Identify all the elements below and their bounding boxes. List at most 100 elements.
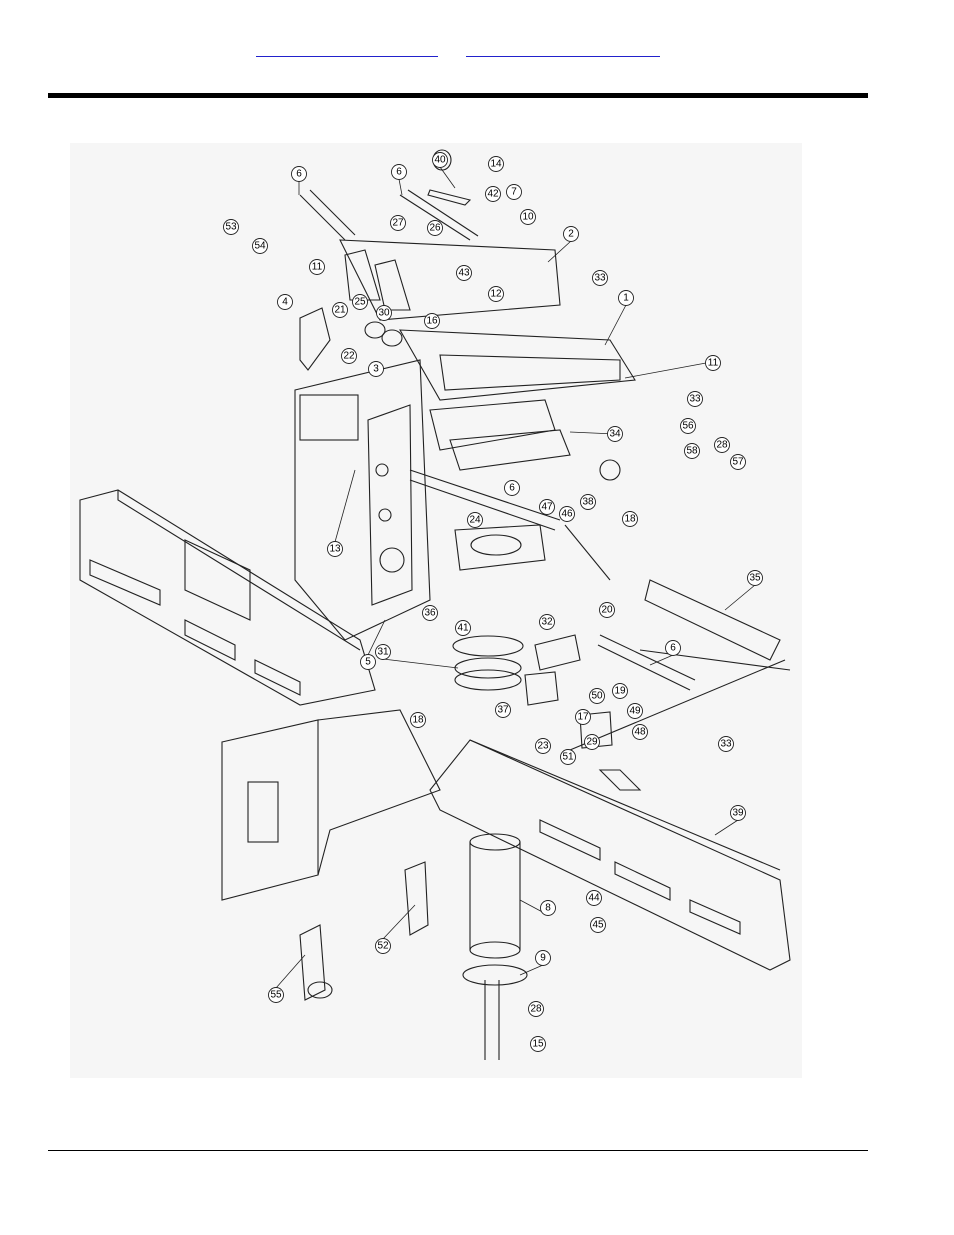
callout-50: 50: [589, 688, 605, 704]
svg-text:8: 8: [545, 903, 551, 914]
callout-56: 56: [680, 418, 696, 434]
svg-text:6: 6: [396, 167, 402, 178]
upright-column: [294, 359, 431, 641]
nav-link-next[interactable]: [466, 44, 660, 57]
callout-55: 55: [268, 987, 284, 1003]
callout-11: 11: [705, 355, 721, 371]
pin-6c: [409, 469, 561, 521]
svg-text:6: 6: [296, 169, 302, 180]
callout-24: 24: [467, 512, 483, 528]
right-frame-beam: [429, 739, 791, 971]
callout-54: 54: [252, 238, 268, 254]
callout-21: 21: [332, 302, 348, 318]
callout-15: 15: [530, 1036, 546, 1052]
svg-text:4: 4: [282, 297, 288, 308]
callout-25: 25: [352, 294, 368, 310]
svg-text:24: 24: [469, 515, 481, 526]
svg-text:44: 44: [588, 893, 600, 904]
plate-4: [299, 307, 331, 371]
callout-38: 38: [580, 494, 596, 510]
svg-text:17: 17: [577, 712, 589, 723]
callout-37: 37: [495, 702, 511, 718]
svg-text:31: 31: [377, 647, 389, 658]
callout-19: 19: [612, 683, 628, 699]
callout-40: 40: [432, 152, 448, 168]
valve-17: [524, 671, 559, 706]
svg-text:45: 45: [592, 920, 604, 931]
svg-text:19: 19: [614, 686, 626, 697]
callout-45: 45: [590, 917, 606, 933]
callout-44: 44: [586, 890, 602, 906]
svg-text:55: 55: [270, 990, 282, 1001]
svg-text:42: 42: [487, 189, 499, 200]
callout-32: 32: [539, 614, 555, 630]
callout-5: 5: [360, 654, 376, 670]
svg-text:35: 35: [749, 573, 761, 584]
callout-6: 6: [504, 480, 520, 496]
callout-4: 4: [277, 294, 293, 310]
svg-text:9: 9: [540, 953, 546, 964]
svg-text:49: 49: [629, 706, 641, 717]
svg-text:30: 30: [378, 308, 390, 319]
callout-27: 27: [390, 215, 406, 231]
svg-text:33: 33: [594, 273, 606, 284]
callout-22: 22: [341, 348, 357, 364]
svg-text:11: 11: [312, 262, 323, 273]
callout-7: 7: [506, 184, 522, 200]
drawing-linework: [79, 149, 791, 1060]
callout-31: 31: [375, 644, 391, 660]
callout-47: 47: [539, 499, 555, 515]
svg-text:38: 38: [582, 497, 594, 508]
callout-58: 58: [684, 443, 700, 459]
svg-text:54: 54: [254, 241, 266, 252]
svg-text:28: 28: [716, 440, 728, 451]
callout-6: 6: [291, 166, 307, 182]
callout-49: 49: [627, 703, 643, 719]
bracket-52: [404, 861, 429, 936]
callout-33: 33: [718, 736, 734, 752]
svg-text:34: 34: [609, 429, 621, 440]
svg-text:51: 51: [562, 752, 574, 763]
svg-text:46: 46: [561, 509, 573, 520]
svg-text:36: 36: [424, 608, 436, 619]
svg-text:33: 33: [689, 394, 701, 405]
hitch-plate: [221, 719, 319, 901]
callout-33: 33: [592, 270, 608, 286]
bracket-55: [299, 924, 326, 1001]
svg-text:6: 6: [509, 483, 515, 494]
callout-53: 53: [223, 219, 239, 235]
svg-text:47: 47: [541, 502, 553, 513]
pin-6b: [399, 194, 471, 241]
left-frame-beam: [79, 489, 376, 706]
callout-39: 39: [730, 805, 746, 821]
callout-18: 18: [410, 712, 426, 728]
callout-18: 18: [622, 511, 638, 527]
svg-text:43: 43: [458, 268, 470, 279]
callout-8: 8: [540, 900, 556, 916]
callout-42: 42: [485, 186, 501, 202]
header-rule: [48, 93, 868, 98]
callout-2: 2: [563, 226, 579, 242]
callout-10: 10: [520, 209, 536, 225]
callout-28: 28: [528, 1001, 544, 1017]
callout-33: 33: [687, 391, 703, 407]
svg-text:13: 13: [329, 544, 341, 555]
svg-text:15: 15: [532, 1039, 544, 1050]
callout-6: 6: [665, 640, 681, 656]
svg-text:57: 57: [732, 457, 744, 468]
plate-9: [462, 964, 528, 986]
frame-box: [184, 539, 251, 621]
svg-text:7: 7: [511, 187, 517, 198]
nav-link-previous[interactable]: [256, 44, 438, 57]
svg-text:5: 5: [365, 657, 371, 668]
callout-46: 46: [559, 506, 575, 522]
svg-text:12: 12: [490, 289, 502, 300]
callout-41: 41: [455, 620, 471, 636]
svg-text:20: 20: [601, 605, 613, 616]
svg-text:3: 3: [373, 364, 379, 375]
callout-9: 9: [535, 950, 551, 966]
footer-rule: [48, 1150, 868, 1151]
callout-20: 20: [599, 602, 615, 618]
svg-text:18: 18: [412, 715, 424, 726]
